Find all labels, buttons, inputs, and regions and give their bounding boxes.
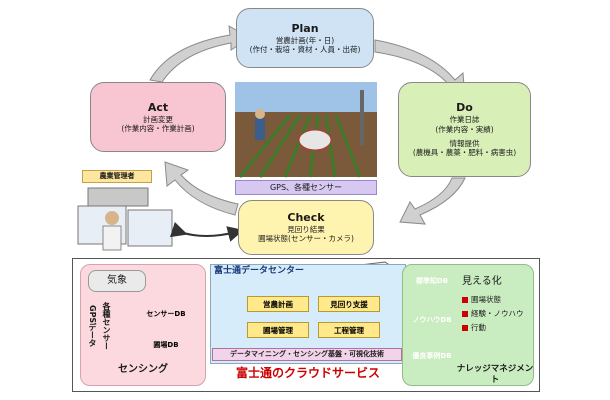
cloud-service-container [72, 258, 540, 392]
check-title: Check [287, 211, 325, 225]
plan-title: Plan [291, 21, 319, 35]
module-patrol-support: 見回り支援 [318, 296, 380, 312]
gps-vertical-label: GPSデータ [88, 304, 97, 348]
knowhow-db-label: ノウハウDB [412, 316, 452, 324]
best-practice-db-label: 優良事例DB [412, 352, 452, 360]
do-line-3: 情報提供 [449, 138, 480, 148]
bullet-icon [462, 311, 468, 317]
bullet-icon [462, 297, 468, 303]
visualization-item-field-state: 圃場状態 [462, 294, 532, 306]
act-line-2: (作業内容・作業計画) [121, 123, 195, 133]
plan-box: Plan 営農計画(年・日) (作付・栽培・資材・人員・出荷) [236, 8, 374, 68]
sensor-db-label: センサーDB [146, 310, 186, 318]
visualization-item-label: 圃場状態 [471, 295, 501, 305]
field-photo [235, 82, 377, 178]
visualization-item-action: 行動 [462, 322, 532, 334]
visualization-item-experience: 経験・ノウハウ [462, 308, 532, 320]
standard-knowledge-db-label: 標準知DB [415, 277, 449, 285]
knowledge-panel [402, 264, 534, 386]
visualization-title: 見える化 [462, 276, 502, 287]
sensing-label: センシング [118, 364, 168, 375]
tech-bar: データマイニング・センシング基盤・可視化技術 [212, 348, 402, 361]
datacenter-title: 富士通データセンター [214, 266, 305, 276]
plan-line-2: (作付・栽培・資材・人員・出荷) [249, 44, 361, 54]
knowledge-management-label: ナレッジマネジメント [456, 364, 534, 385]
do-line-1: 作業日誌 [449, 115, 480, 125]
do-line-4: (農機具・農薬・肥料・病害虫) [412, 148, 517, 158]
sensors-vertical-label: 各種センサー [102, 302, 111, 350]
farm-manager-label: 農業管理者 [82, 170, 152, 183]
check-box: Check 見回り結果 圃場状態(センサー・カメラ) [238, 200, 374, 255]
visualization-item-label: 経験・ノウハウ [471, 309, 524, 319]
arrow-check-to-act [164, 161, 239, 216]
act-title: Act [147, 100, 169, 114]
arrow-do-to-check [399, 177, 466, 225]
arrow-act-to-plan [149, 25, 251, 83]
plan-line-1: 営農計画(年・日) [275, 35, 335, 45]
farm-manager-illustration [77, 187, 173, 251]
visualization-item-label: 行動 [471, 323, 486, 333]
photo-caption: GPS、各種センサー [235, 180, 377, 195]
module-farm-planning: 営農計画 [247, 296, 309, 312]
weather-label: 気象 [88, 270, 146, 292]
field-db-label: 圃場DB [153, 341, 179, 349]
datacenter-panel [210, 264, 406, 364]
module-field-management: 圃場管理 [247, 322, 309, 338]
bullet-icon [462, 325, 468, 331]
do-box: Do 作業日誌 (作業内容・実績) 情報提供 (農機具・農薬・肥料・病害虫) [398, 82, 531, 177]
act-box: Act 計画変更 (作業内容・作業計画) [90, 82, 226, 152]
check-line-2: 圃場状態(センサー・カメラ) [258, 234, 354, 244]
manager-link-arrow [169, 221, 244, 242]
check-line-1: 見回り結果 [287, 225, 325, 234]
module-process-management: 工程管理 [318, 322, 380, 338]
do-title: Do [456, 101, 473, 115]
act-line-1: 計画変更 [143, 114, 173, 124]
cloud-service-title: 富士通のクラウドサービス [235, 366, 380, 380]
do-line-2: (作業内容・実績) [435, 124, 494, 134]
